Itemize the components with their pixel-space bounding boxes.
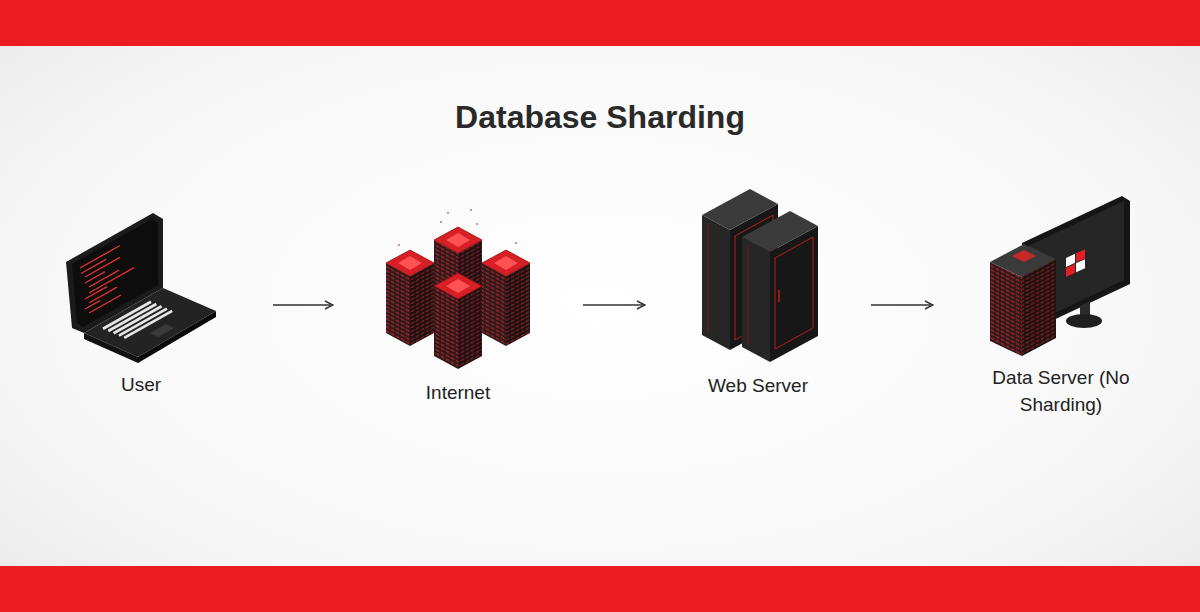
particle [476, 223, 478, 225]
logo-square [1076, 259, 1085, 272]
server-tower [482, 250, 530, 346]
particle [515, 242, 517, 244]
tower-top [386, 250, 434, 276]
tower-glow [398, 256, 422, 270]
code-line [85, 272, 105, 283]
code-line [89, 268, 134, 293]
laptop-illustration [66, 213, 216, 363]
server-cabinet [742, 211, 818, 362]
code-line [89, 287, 117, 303]
web-server-illustration [702, 189, 818, 362]
code-line [85, 287, 107, 299]
door-outline [775, 237, 813, 349]
monitor-base [1066, 314, 1102, 328]
logo [1066, 249, 1085, 277]
particle [447, 212, 449, 214]
tower-side [482, 263, 506, 346]
tower-glow [446, 279, 470, 293]
diagram-title: Database Sharding [0, 97, 1200, 137]
tower-drive [1012, 250, 1036, 262]
particle [398, 244, 400, 246]
tower-top [482, 250, 530, 276]
cabinet-top [742, 211, 818, 252]
code-line [89, 295, 121, 313]
node-box: Internet [343, 205, 573, 405]
tower-side [410, 263, 434, 346]
cabinet-trim [748, 245, 749, 345]
data-server-illustration [990, 196, 1130, 356]
server-tower [434, 273, 482, 369]
particle [470, 209, 472, 211]
tower-side [506, 263, 530, 346]
cabinet-side [702, 215, 730, 350]
laptop-lid [66, 213, 163, 333]
tower-side [990, 262, 1022, 356]
cabinet-trim [708, 223, 709, 333]
tower-side [434, 286, 458, 369]
tower-top [434, 273, 482, 299]
tower-top [434, 227, 482, 253]
node-label: Web Server [708, 374, 808, 398]
tower-glow [446, 233, 470, 247]
code-line [81, 259, 106, 273]
code-lines [80, 246, 134, 314]
top-band [0, 0, 1200, 46]
cabinet-side [742, 237, 770, 362]
internet-illustration [386, 209, 530, 369]
flow-arrow [871, 304, 933, 305]
server-tower [990, 244, 1056, 356]
tower-top [990, 244, 1056, 277]
bottom-band [0, 566, 1200, 612]
code-line [80, 246, 120, 269]
node-label: Data Server (No Sharding) [991, 364, 1131, 418]
node-box: User [19, 205, 263, 397]
server-tower [386, 250, 434, 346]
logo-square [1066, 264, 1075, 277]
door-handle [778, 290, 780, 302]
tower-side [386, 263, 410, 346]
code-line [85, 257, 120, 277]
node-box: Data Server (No Sharding) [943, 190, 1179, 418]
particle [440, 221, 442, 223]
flow-arrow [583, 304, 645, 305]
node-label: User [121, 373, 161, 397]
flow-arrow [273, 304, 333, 305]
touchpad [150, 324, 174, 337]
key-row [124, 311, 172, 338]
tower-glow [494, 256, 518, 270]
tower-side [458, 286, 482, 369]
node-box: Web Server [655, 205, 861, 398]
laptop-edge [84, 333, 138, 363]
node-label: Internet [426, 381, 490, 405]
